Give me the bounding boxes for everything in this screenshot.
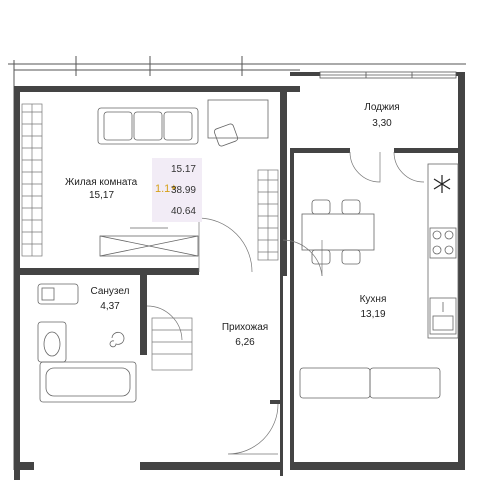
hallway-name: Прихожая [221, 322, 269, 333]
summary-residential-area: 38.99 [170, 185, 196, 196]
hallway-area: 6,26 [235, 337, 255, 348]
desk [207, 99, 269, 147]
apartment-summary-box: 1.1★ 15.17 38.99 40.64 [152, 158, 202, 222]
kitchen-area: 13,19 [360, 309, 386, 320]
snowflake-icon [433, 175, 451, 193]
badge-number: 1.1 [155, 183, 171, 195]
bathroom-name: Санузел [90, 286, 130, 297]
kitchen-counter [427, 163, 459, 339]
hallway-label: Прихожая 6,26 [212, 321, 278, 349]
sofa [97, 107, 199, 145]
tv-unit [99, 227, 199, 257]
wardrobe-left [21, 103, 43, 257]
dining-table [301, 199, 375, 265]
living-room-area: 15,17 [89, 190, 115, 201]
loggia-area: 3,30 [372, 118, 392, 129]
loggia-window [319, 71, 457, 79]
bathroom-fixtures [37, 283, 137, 403]
loggia-name: Лоджия [364, 102, 400, 113]
star-icon: ★ [170, 183, 178, 192]
door-swings [146, 151, 425, 455]
bathroom-label: Санузел 4,37 [80, 285, 140, 313]
wardrobe-hallway [151, 169, 279, 371]
kitchen-label: Кухня 13,19 [348, 293, 398, 321]
kitchen-name: Кухня [359, 294, 387, 305]
apartment-type-badge: 1.1★ [155, 183, 177, 195]
loggia-label: Лоджия 3,30 [352, 101, 412, 130]
summary-total-area: 40.64 [170, 206, 196, 217]
kitchen-sofa [299, 367, 441, 399]
living-room-name: Жилая комната [65, 177, 138, 188]
walls [14, 72, 465, 480]
bathroom-area: 4,37 [100, 301, 120, 312]
living-room-label: Жилая комната 15,17 [65, 176, 137, 202]
summary-living-area: 15.17 [170, 164, 196, 175]
